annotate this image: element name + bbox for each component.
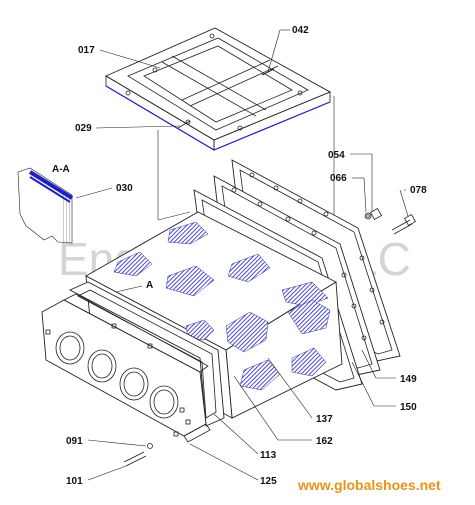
callout-162: 162 [316, 436, 333, 447]
callout-137: 137 [316, 414, 333, 425]
fasteners-054-066-078 [364, 207, 417, 235]
callout-030: 030 [116, 183, 133, 194]
callout-numbers: 017 042 029 030 054 066 078 149 150 137 … [66, 25, 427, 487]
top-cover-017 [105, 27, 332, 151]
front-plate-113 [68, 281, 225, 427]
callout-042: 042 [292, 25, 309, 36]
fasteners-091-101 [123, 443, 153, 467]
callout-149: 149 [400, 374, 417, 385]
housing-ports [55, 331, 179, 419]
callout-054: 054 [328, 150, 345, 161]
section-detail-030: A-A [17, 164, 74, 244]
callout-017: 017 [78, 45, 95, 56]
callout-113: 113 [260, 450, 277, 461]
website-link[interactable]: www.globalshoes.net [297, 477, 441, 493]
callout-101: 101 [66, 476, 83, 487]
callout-029: 029 [75, 123, 92, 134]
header-housing-125 [41, 293, 211, 443]
callout-150: 150 [400, 402, 417, 413]
section-marker-a: A [146, 280, 153, 291]
leader-lines [75, 29, 409, 481]
bolt-029 [177, 119, 191, 129]
callout-125: 125 [260, 476, 277, 487]
callout-091: 091 [66, 436, 83, 447]
callout-066: 066 [330, 173, 347, 184]
callout-078: 078 [410, 185, 427, 196]
cover-edge-blue [105, 85, 331, 151]
detail-section-label: A-A [52, 164, 70, 175]
